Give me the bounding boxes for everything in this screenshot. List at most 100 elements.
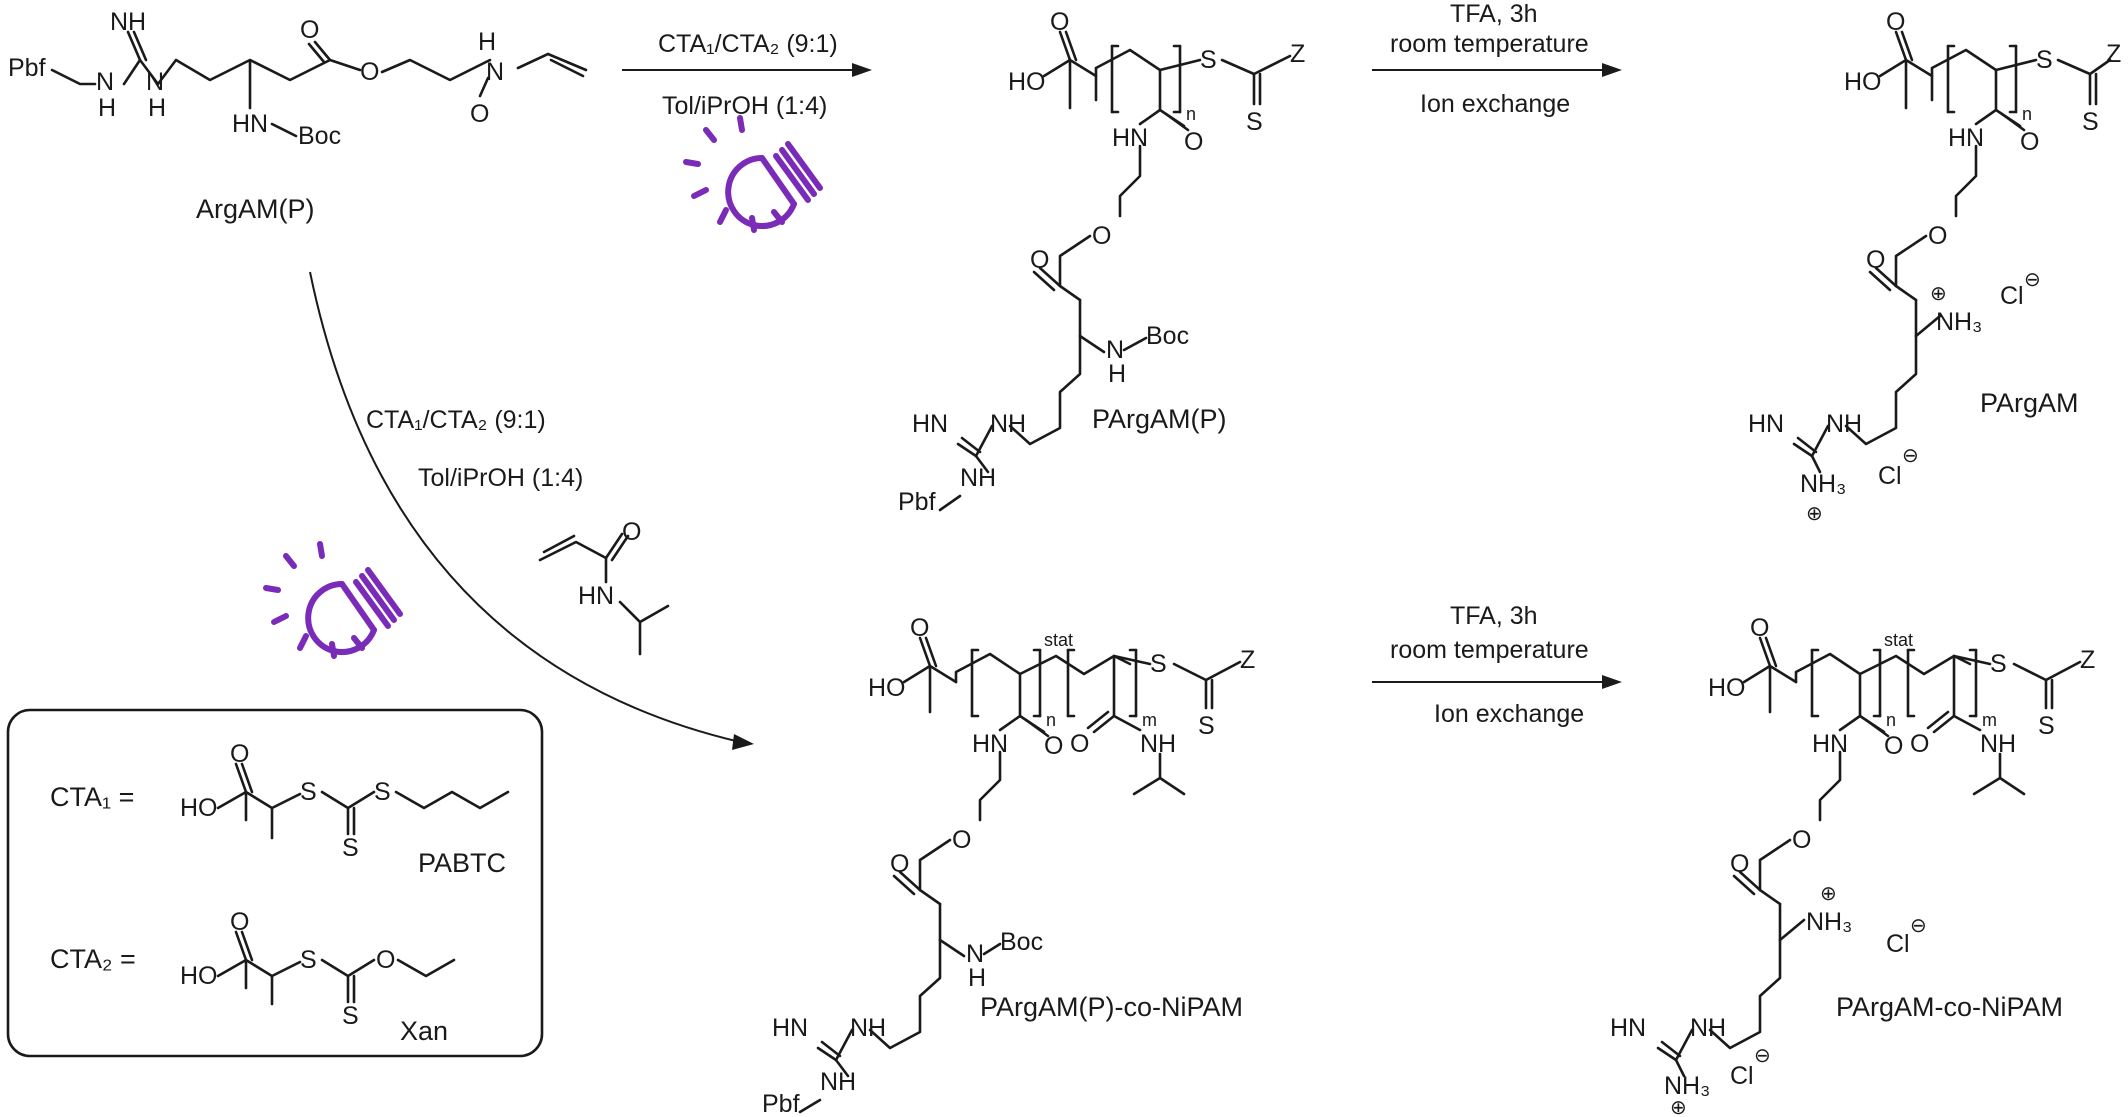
reaction-arrow-4: TFA, 3h room temperature Ion exchange [1372, 602, 1622, 728]
negative-charge: ⊖ [1910, 915, 1927, 937]
atom-label: H [98, 94, 116, 122]
atom-label: S [374, 778, 391, 806]
negative-charge: ⊖ [1754, 1045, 1771, 1067]
arrow-condition-below: Tol/iPrOH (1:4) [662, 92, 827, 120]
atom-label: O [360, 58, 379, 86]
atom-label: HN [912, 410, 948, 438]
boc-label: Boc [1000, 928, 1043, 956]
repeat-subscript: n [1186, 104, 1196, 124]
atom-label: H [478, 28, 496, 56]
cta-box: CTA₁ = HO O S S S PABTC CTA₂ = HO O S S … [6, 708, 544, 1058]
chloride-label: Cl [1730, 1062, 1754, 1090]
arrow-condition-above: room temperature [1390, 30, 1589, 58]
stat-label: stat [1044, 630, 1073, 650]
atom-label: O [622, 518, 641, 546]
atom-label: Z [2106, 40, 2121, 68]
atom-label: O [1044, 732, 1063, 760]
negative-charge: ⊖ [2024, 269, 2041, 291]
atom-label: O [1050, 8, 1069, 36]
cta2-name: Xan [400, 1016, 448, 1046]
atom-label: NH [1826, 410, 1862, 438]
chloride-label: Cl [1878, 462, 1902, 490]
atom-label: N [1106, 336, 1124, 364]
positive-charge: ⊕ [1806, 503, 1823, 525]
atom-label: S [342, 1002, 359, 1030]
atom-label: O [1886, 8, 1905, 36]
repeat-subscript: n [2022, 104, 2032, 124]
monomer-structure: Pbf N H N H NH O O H N O HN Boc ArgAM(P) [8, 8, 588, 224]
repeat-subscript: m [1982, 710, 1997, 730]
atom-label: O [1910, 730, 1929, 758]
atom-label: O [230, 908, 249, 936]
boc-label: Boc [298, 122, 341, 150]
atom-label: NH [1140, 730, 1176, 758]
cta1-label: CTA₁ = [50, 782, 134, 812]
repeat-subscript: n [1886, 710, 1896, 730]
atom-label: HO [180, 794, 218, 822]
atom-label: Z [1240, 646, 1255, 674]
arrow-condition-above: TFA, 3h [1450, 0, 1538, 28]
nipam-structure: O HN [538, 518, 670, 656]
atom-label: HN [772, 1014, 808, 1042]
reaction-arrow-2: TFA, 3h room temperature Ion exchange [1372, 0, 1622, 118]
atom-label: O [470, 100, 489, 128]
ammonium-label: NH₃ [1806, 908, 1852, 936]
atom-label: S [2082, 108, 2099, 136]
atom-label: NH [990, 410, 1026, 438]
atom-label: NH [820, 1068, 856, 1096]
chloride-label: Cl [2000, 282, 2024, 310]
atom-label: S [2038, 712, 2055, 740]
atom-label: NH [110, 8, 146, 36]
copolymer-deprotected-structure: HO O stat n m S Z S O HN O NH O O ⊕ NH₃ … [1610, 614, 2095, 1117]
atom-label: H [968, 964, 986, 992]
positive-charge: ⊕ [1670, 1097, 1687, 1117]
atom-label: HN [1610, 1014, 1646, 1042]
atom-label: O [952, 826, 971, 854]
pbf-label: Pbf [8, 54, 46, 82]
boc-label: Boc [1146, 322, 1189, 350]
atom-label: HN [972, 730, 1008, 758]
atom-label: HO [1008, 68, 1046, 96]
reaction-arrow-3: CTA₁/CTA₂ (9:1) Tol/iPrOH (1:4) [266, 271, 754, 750]
atom-label: O [376, 946, 395, 974]
arrow-condition-below: Ion exchange [1434, 700, 1584, 728]
reaction-arrow-1: CTA₁/CTA₂ (9:1) Tol/iPrOH (1:4) [622, 30, 872, 230]
atom-label: O [910, 614, 929, 642]
copolymer-deprotected-name: PArgAM-co-NiPAM [1836, 992, 2063, 1022]
atom-label: HN [1112, 124, 1148, 152]
arrow-condition-line: CTA₁/CTA₂ (9:1) [366, 406, 546, 434]
cta2-label: CTA₂ = [50, 944, 136, 974]
atom-label: O [2020, 128, 2039, 156]
atom-label: HN [1948, 124, 1984, 152]
positive-charge: ⊕ [1820, 883, 1837, 905]
atom-label: S [300, 778, 317, 806]
atom-label: S [1246, 108, 1263, 136]
atom-label: O [230, 740, 249, 768]
ammonium-label: NH₃ [1800, 470, 1846, 498]
atom-label: HN [1812, 730, 1848, 758]
ammonium-label: NH₃ [1936, 308, 1982, 336]
atom-label: O [1092, 222, 1111, 250]
atom-label: O [1070, 730, 1089, 758]
arrow-condition-above: CTA₁/CTA₂ (9:1) [658, 30, 838, 58]
atom-label: S [1990, 650, 2007, 678]
repeat-subscript: m [1142, 710, 1157, 730]
atom-label: S [2036, 46, 2053, 74]
atom-label: N [96, 68, 114, 96]
polymer-deprotected-name: PArgAM [1980, 388, 2079, 418]
atom-label: NH [1690, 1014, 1726, 1042]
atom-label: S [1200, 46, 1217, 74]
light-bulb-icon [266, 544, 400, 656]
atom-label: O [300, 16, 319, 44]
negative-charge: ⊖ [1902, 445, 1919, 467]
atom-label: HN [1748, 410, 1784, 438]
light-bulb-icon [686, 118, 820, 230]
repeat-subscript: n [1046, 710, 1056, 730]
atom-label: O [1730, 850, 1749, 878]
arrow-condition-above: TFA, 3h [1450, 602, 1538, 630]
atom-label: NH [1980, 730, 2016, 758]
atom-label: S [342, 834, 359, 862]
atom-label: Z [1290, 40, 1305, 68]
atom-label: O [1184, 128, 1203, 156]
